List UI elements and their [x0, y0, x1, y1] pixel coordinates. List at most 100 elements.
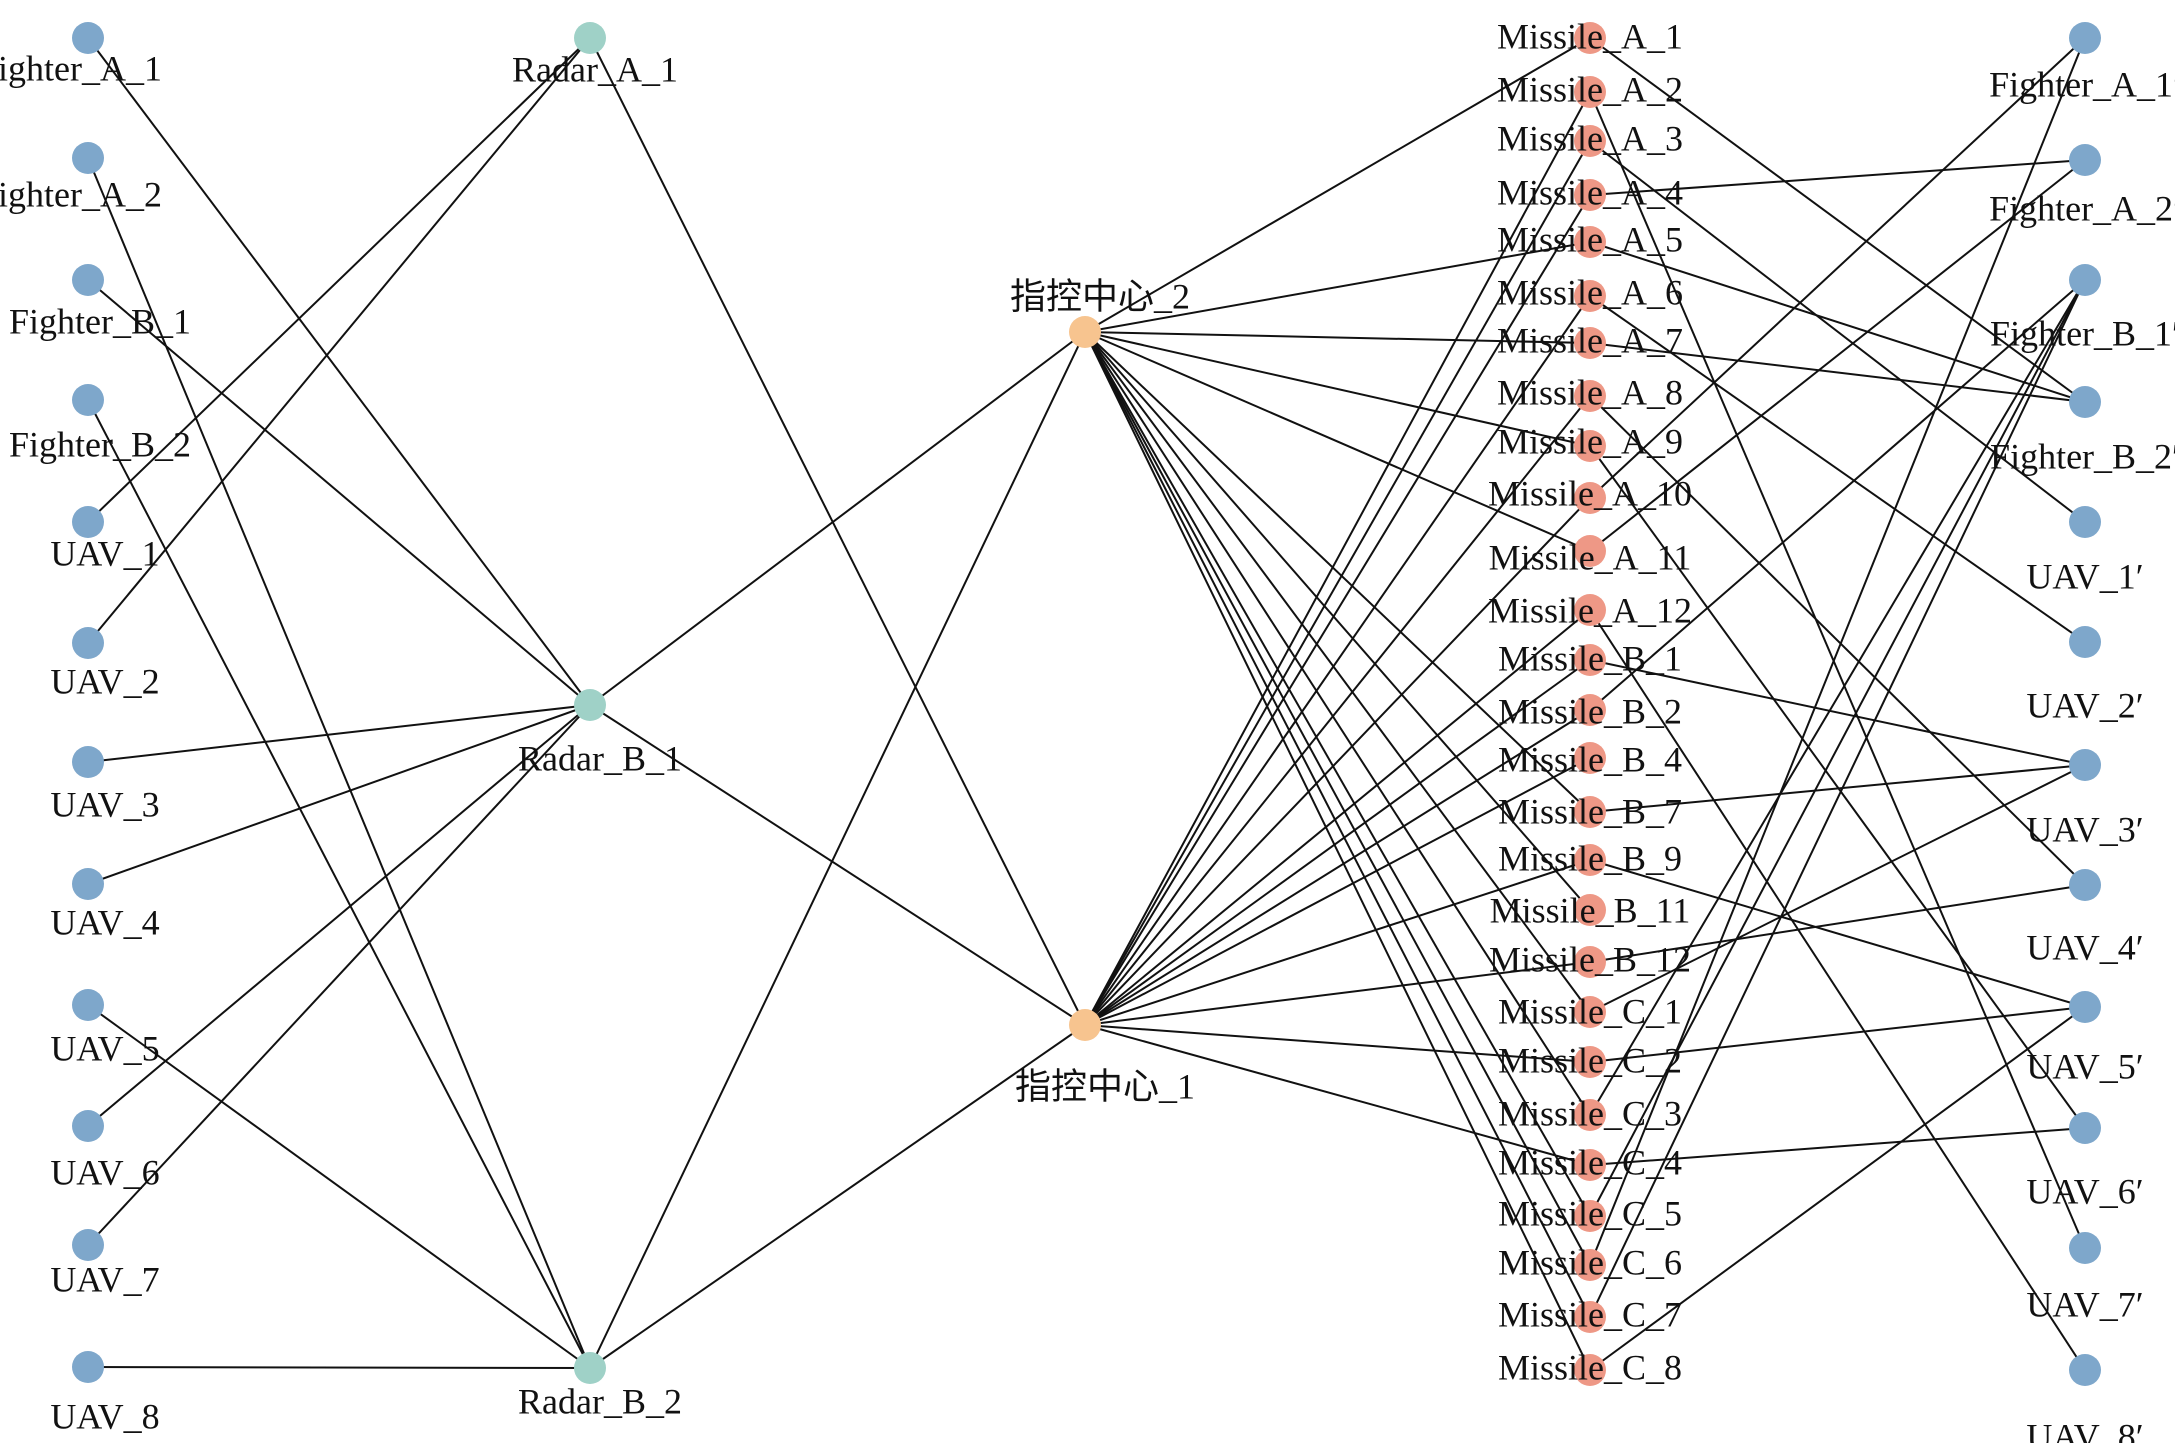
node-ma5	[1574, 226, 1606, 258]
node-tu5	[2069, 991, 2101, 1023]
node-label-ma1: Missile_A_1	[1497, 16, 1683, 56]
node-ma8	[1574, 380, 1606, 412]
edge-ma5-tfb2	[1589, 241, 2086, 403]
node-label-u2: UAV_2	[50, 661, 159, 701]
edge-c2-mc5	[1084, 331, 1591, 1217]
edge-c2-mc8	[1084, 331, 1591, 1371]
node-ma9	[1574, 430, 1606, 462]
node-label-mc3: Missile_C_3	[1498, 1093, 1682, 1133]
node-label-u5: UAV_5	[50, 1028, 159, 1068]
node-ma6	[1574, 280, 1606, 312]
edge-c1-mc4	[1084, 1024, 1591, 1166]
node-u3	[72, 746, 104, 778]
edge-u7-rb1	[87, 704, 591, 1246]
node-label-rb1: Radar_B_1	[518, 738, 682, 778]
edge-ma12-tu8	[1589, 609, 2086, 1371]
edge-ma2-tu7	[1589, 91, 2086, 1249]
node-ma4	[1574, 179, 1606, 211]
node-label-mb9: Missile_B_9	[1498, 838, 1682, 878]
edge-c1-mb12	[1084, 961, 1591, 1026]
edge-ma3-tu1	[1589, 140, 2086, 523]
node-label-mb7: Missile_B_7	[1498, 791, 1682, 831]
node-ma3	[1574, 125, 1606, 157]
edge-mb7-tu3	[1589, 764, 2086, 813]
node-label-fb2: Fighter_B_2	[9, 424, 191, 464]
node-label-tu8: UAV_8′	[2026, 1416, 2143, 1443]
edge-rb1-c2	[589, 331, 1086, 706]
edge-c2-mc3	[1084, 331, 1591, 1116]
node-label-mb11: Missile_B_11	[1490, 890, 1691, 930]
node-label-u6: UAV_6	[50, 1152, 159, 1192]
edge-c2-ma7	[1084, 331, 1591, 344]
node-label-ma11: Missile_A_11	[1489, 537, 1692, 577]
node-label-rb2: Radar_B_2	[518, 1381, 682, 1421]
node-fb1	[72, 264, 104, 296]
node-label-ma12: Missile_A_12	[1488, 590, 1692, 630]
labels-layer: Fighter_A_1Fighter_A_2Fighter_B_1Fighter…	[0, 16, 2175, 1443]
node-mc5	[1574, 1200, 1606, 1232]
node-u7	[72, 1229, 104, 1261]
node-u6	[72, 1110, 104, 1142]
node-mb11	[1574, 894, 1606, 926]
edge-fb1-rb1	[87, 279, 591, 706]
node-ra1	[574, 22, 606, 54]
edge-c1-mb9	[1084, 859, 1591, 1026]
node-label-ma2: Missile_A_2	[1497, 69, 1683, 109]
edge-ma11-tfa2	[1589, 159, 2086, 552]
edge-c2-mb11	[1084, 331, 1591, 911]
node-mc2	[1574, 1046, 1606, 1078]
edge-fb2-rb2	[87, 399, 591, 1369]
node-tu4	[2069, 869, 2101, 901]
edge-c1-ma3	[1084, 140, 1591, 1026]
node-label-ma4: Missile_A_4	[1497, 172, 1683, 212]
edge-mb2-tfb1	[1589, 279, 2086, 711]
node-mc8	[1574, 1354, 1606, 1386]
edge-c2-mc1	[1084, 331, 1591, 1013]
node-tfa1	[2069, 22, 2101, 54]
node-label-mc7: Missile_C_7	[1498, 1294, 1682, 1334]
edge-u8-rb2	[87, 1366, 591, 1369]
edge-c2-mc7	[1084, 331, 1591, 1318]
node-u4	[72, 868, 104, 900]
edge-c2-ma11	[1084, 331, 1591, 552]
edge-fa2-rb2	[87, 157, 591, 1369]
edge-c1-mb1	[1084, 659, 1591, 1026]
node-label-ma3: Missile_A_3	[1497, 118, 1683, 158]
edge-c1-ma6	[1084, 295, 1591, 1026]
node-tfa2	[2069, 144, 2101, 176]
edge-ma1-tfb2	[1589, 37, 2086, 403]
edge-mc3-tfb1	[1589, 279, 2086, 1116]
node-label-mb4: Missile_B_4	[1498, 739, 1682, 779]
node-label-u8: UAV_8	[50, 1396, 159, 1436]
node-label-tu2: UAV_2′	[2026, 685, 2143, 725]
node-rb2	[574, 1352, 606, 1384]
node-fa2	[72, 142, 104, 174]
node-label-mc1: Missile_C_1	[1498, 991, 1682, 1031]
node-u1	[72, 506, 104, 538]
node-label-mc6: Missile_C_6	[1498, 1242, 1682, 1282]
edge-c1-ma8	[1084, 395, 1591, 1026]
node-label-mb12: Missile_B_12	[1489, 939, 1691, 979]
edge-ma8-tu4	[1589, 395, 2086, 886]
node-label-c1: 指控中心_1	[1015, 1066, 1195, 1106]
edge-ra1-c1	[589, 37, 1086, 1026]
node-c1	[1069, 1009, 1101, 1041]
edge-mc6-tfa1	[1589, 37, 2086, 1266]
node-label-ra1: Radar_A_1	[512, 49, 678, 89]
node-tfb2	[2069, 386, 2101, 418]
node-mc4	[1574, 1149, 1606, 1181]
node-ma10	[1574, 482, 1606, 514]
edge-c1-mb2	[1084, 709, 1591, 1026]
node-tu2	[2069, 626, 2101, 658]
edge-c2-mb7	[1084, 331, 1591, 813]
node-label-u4: UAV_4	[50, 902, 159, 942]
node-label-fa1: Fighter_A_1	[0, 48, 162, 88]
edge-ma10-tfa1	[1589, 37, 2086, 499]
edge-mc4-tu6	[1589, 1127, 2086, 1166]
node-ma12	[1574, 594, 1606, 626]
edge-u4-rb1	[87, 704, 591, 885]
node-label-tu6: UAV_6′	[2026, 1171, 2143, 1211]
node-label-u1: UAV_1	[50, 533, 159, 573]
edge-c1-ma4	[1084, 194, 1591, 1026]
edge-ma9-tu6	[1589, 445, 2086, 1129]
